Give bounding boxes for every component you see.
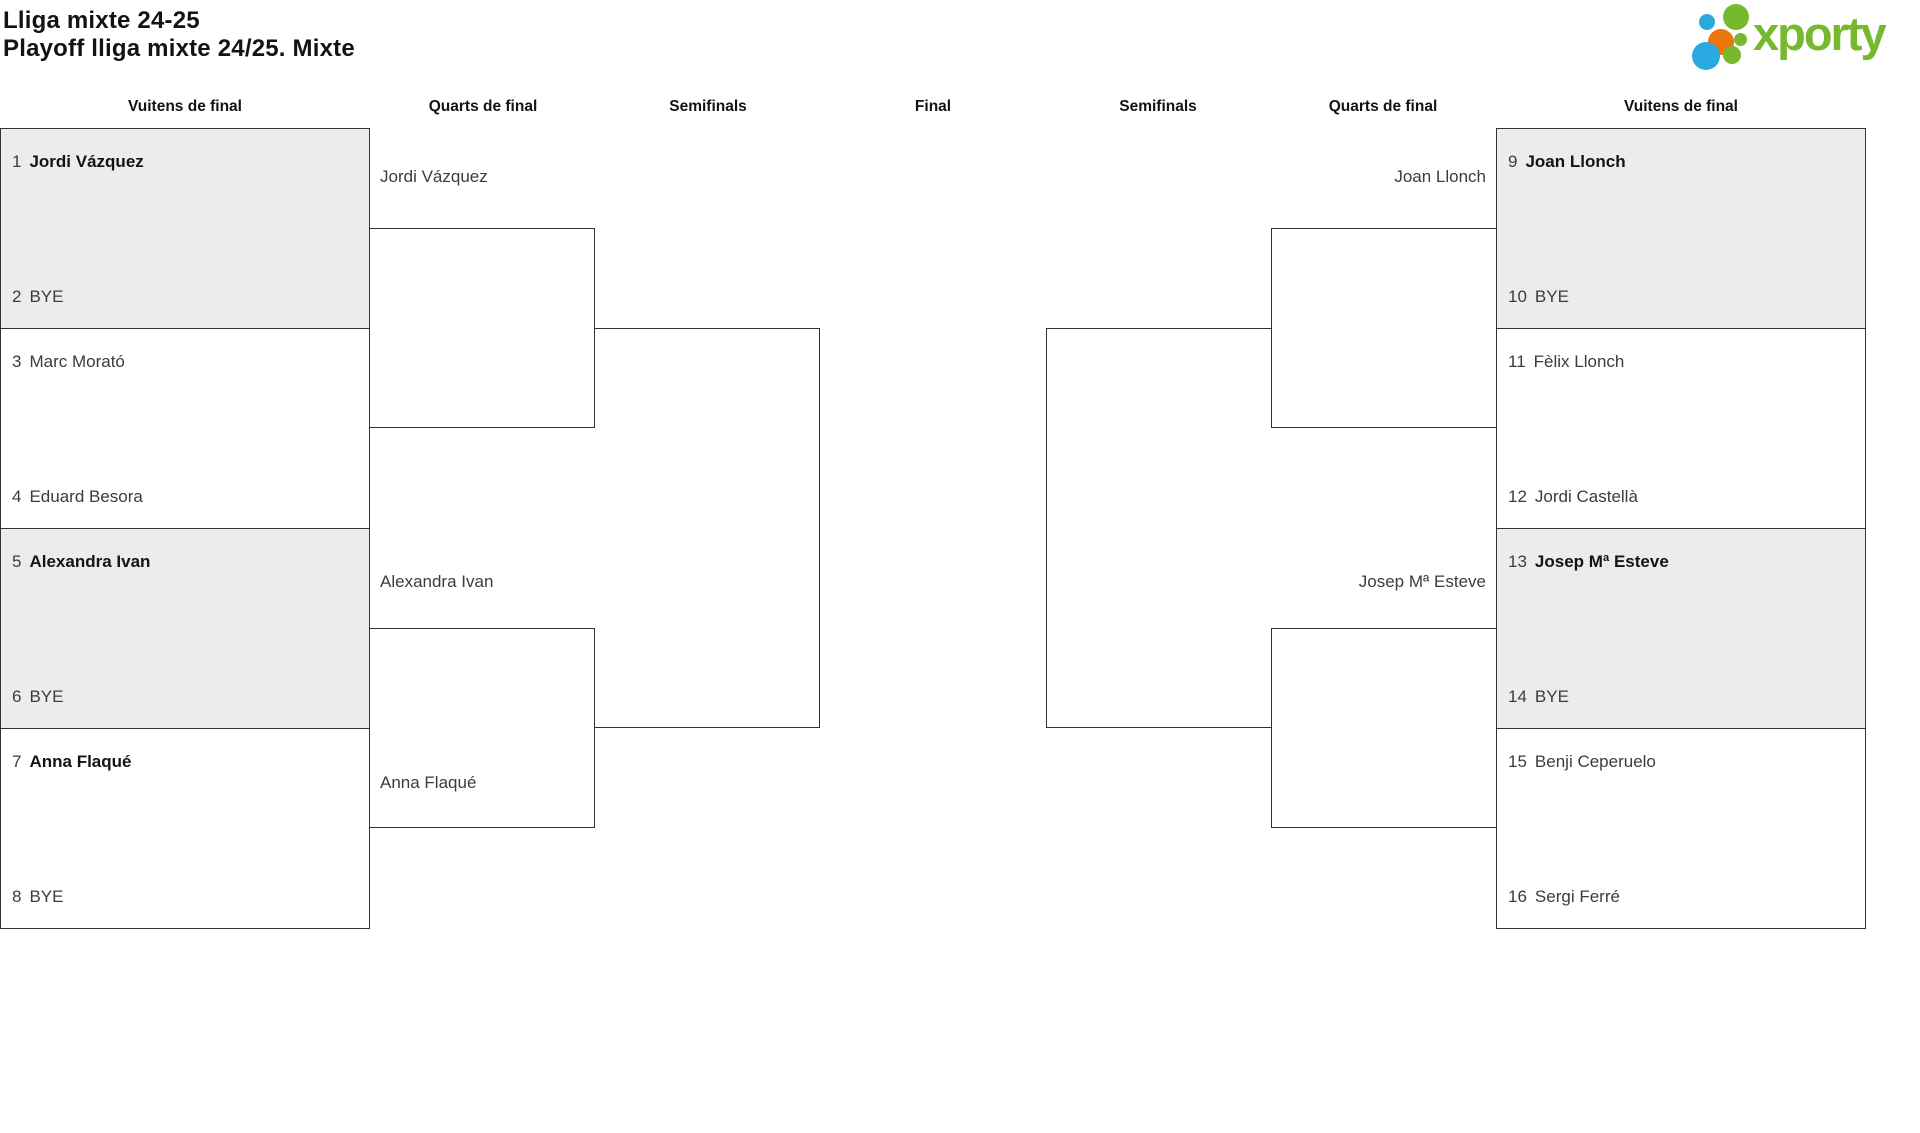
player-row: 4 Eduard Besora <box>12 485 363 509</box>
seed-number: 11 <box>1508 352 1526 371</box>
match-box-8: 15 Benji Ceperuelo 16 Sergi Ferré <box>1496 728 1866 929</box>
player-name: BYE <box>29 687 64 706</box>
seed-number: 3 <box>12 352 22 371</box>
player-name: BYE <box>29 887 64 906</box>
player-row: 7 Anna Flaqué <box>12 750 363 774</box>
player-row: 14 BYE <box>1508 685 1859 709</box>
round-header-qf-left: Quarts de final <box>428 98 538 115</box>
round-header-sf-left: Semifinals <box>669 98 747 115</box>
logo-dot-blue-small-icon <box>1699 14 1715 30</box>
seed-number: 16 <box>1508 887 1527 906</box>
seed-number: 2 <box>12 287 22 306</box>
logo-wordmark: xporty <box>1753 7 1887 60</box>
player-row: 6 BYE <box>12 685 363 709</box>
player-row: 5 Alexandra Ivan <box>12 550 363 574</box>
player-row: 16 Sergi Ferré <box>1508 885 1859 909</box>
player-name: Marc Morató <box>29 352 125 371</box>
seed-number: 14 <box>1508 687 1527 706</box>
round-header-qf-right: Quarts de final <box>1328 98 1438 115</box>
match-box-4: 7 Anna Flaqué 8 BYE <box>0 728 370 929</box>
seed-number: 9 <box>1508 152 1518 171</box>
match-box-1: 1 Jordi Vázquez 2 BYE <box>0 128 370 329</box>
seed-number: 1 <box>12 152 22 171</box>
tournament-name: Lliga mixte 24-25 <box>3 7 200 34</box>
player-row: 8 BYE <box>12 885 363 909</box>
player-name: BYE <box>1534 687 1569 706</box>
round-header-sf-right: Semifinals <box>1119 98 1197 115</box>
sf-connector-left <box>595 328 820 728</box>
seed-number: 5 <box>12 552 22 571</box>
player-name: Alexandra Ivan <box>29 552 151 571</box>
player-row: 11 Fèlix Llonch <box>1508 350 1859 374</box>
player-name: BYE <box>1534 287 1569 306</box>
player-row: 13 Josep Mª Esteve <box>1508 550 1859 574</box>
match-box-3: 5 Alexandra Ivan 6 BYE <box>0 528 370 729</box>
player-name: BYE <box>29 287 64 306</box>
player-row: 10 BYE <box>1508 285 1859 309</box>
sf-connector-right <box>1046 328 1271 728</box>
player-name: Benji Ceperuelo <box>1534 752 1656 771</box>
round-header-final: Final <box>914 98 952 115</box>
xporty-logo: xporty <box>1680 0 1920 80</box>
player-row: 15 Benji Ceperuelo <box>1508 750 1859 774</box>
match-box-7: 13 Josep Mª Esteve 14 BYE <box>1496 528 1866 729</box>
match-box-6: 11 Fèlix Llonch 12 Jordi Castellà <box>1496 328 1866 529</box>
qf-advancer-label: Alexandra Ivan <box>380 572 494 591</box>
player-row: 1 Jordi Vázquez <box>12 150 363 174</box>
player-row: 3 Marc Morató <box>12 350 363 374</box>
seed-number: 7 <box>12 752 22 771</box>
player-name: Jordi Castellà <box>1534 487 1638 506</box>
qf-connector-left-bottom <box>370 628 595 828</box>
qf-advancer-label: Josep Mª Esteve <box>1358 572 1486 591</box>
qf-advancer-label: Jordi Vázquez <box>380 167 488 186</box>
round16-column-right: 9 Joan Llonch 10 BYE 11 Fèlix Llonch 12 … <box>1496 128 1866 929</box>
player-name: Anna Flaqué <box>29 752 132 771</box>
player-row: 2 BYE <box>12 285 363 309</box>
round16-column-left: 1 Jordi Vázquez 2 BYE 3 Marc Morató 4 Ed… <box>0 128 370 929</box>
player-row: 12 Jordi Castellà <box>1508 485 1859 509</box>
player-name: Josep Mª Esteve <box>1534 552 1669 571</box>
seed-number: 10 <box>1508 287 1527 306</box>
round-header-r16-right: Vuitens de final <box>1624 98 1738 115</box>
seed-number: 8 <box>12 887 22 906</box>
seed-number: 13 <box>1508 552 1527 571</box>
seed-number: 4 <box>12 487 22 506</box>
player-name: Eduard Besora <box>29 487 143 506</box>
qf-connector-right-top <box>1271 228 1496 428</box>
logo-dot-green-large-icon <box>1723 4 1749 30</box>
qf-advancer-label: Anna Flaqué <box>380 773 477 792</box>
seed-number: 12 <box>1508 487 1527 506</box>
player-row: 9 Joan Llonch <box>1508 150 1859 174</box>
player-name: Jordi Vázquez <box>29 152 144 171</box>
player-name: Sergi Ferré <box>1534 887 1620 906</box>
logo-dot-blue-large-icon <box>1692 42 1720 70</box>
qf-advancer-label: Joan Llonch <box>1394 167 1486 186</box>
logo-dot-green-tiny-icon <box>1734 33 1747 46</box>
player-name: Joan Llonch <box>1525 152 1626 171</box>
qf-connector-right-bottom <box>1271 628 1496 828</box>
match-box-5: 9 Joan Llonch 10 BYE <box>1496 128 1866 329</box>
player-name: Fèlix Llonch <box>1533 352 1625 371</box>
round-header-r16-left: Vuitens de final <box>128 98 242 115</box>
logo-dot-green-small-icon <box>1723 46 1741 64</box>
seed-number: 6 <box>12 687 22 706</box>
seed-number: 15 <box>1508 752 1527 771</box>
page-title: Lliga mixte 24-25 Playoff lliga mixte 24… <box>3 7 355 63</box>
match-box-2: 3 Marc Morató 4 Eduard Besora <box>0 328 370 529</box>
phase-name: Playoff lliga mixte 24/25. Mixte <box>3 35 355 62</box>
qf-connector-left-top <box>370 228 595 428</box>
